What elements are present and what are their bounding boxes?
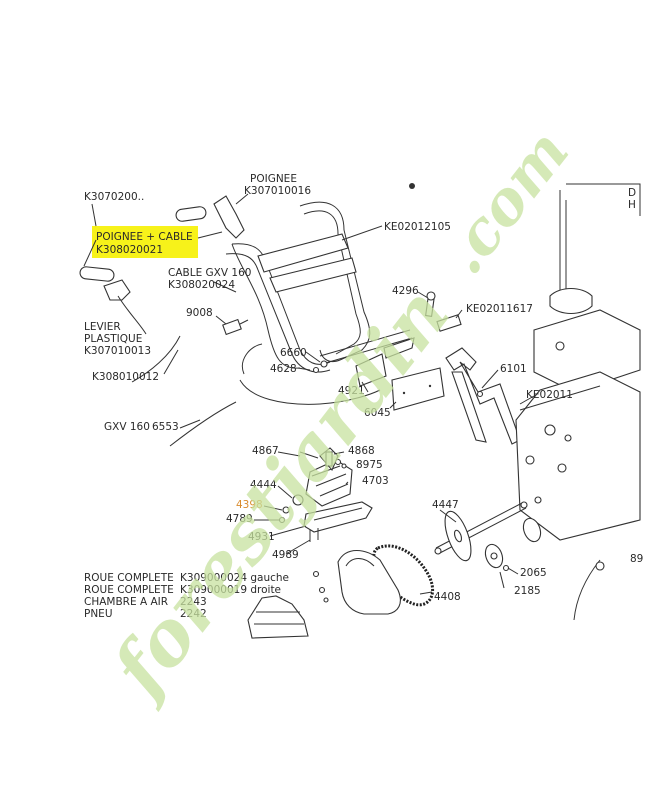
parts-list-ref: K309000019 droite <box>180 584 281 596</box>
label-9008: 9008 <box>186 307 213 319</box>
label-4628: 4628 <box>270 363 297 375</box>
shaft-pulley <box>434 501 605 572</box>
chain-cover <box>337 549 401 615</box>
label-4703: 4703 <box>362 475 389 487</box>
label-4444: 4444 <box>250 479 277 491</box>
main-frame <box>515 309 641 621</box>
label-ke02011-right: KE02011 <box>526 389 573 401</box>
lower-plate <box>303 501 373 542</box>
label-gxv160: GXV 160 <box>104 421 150 433</box>
label-poignee: POIGNEE <box>250 173 297 185</box>
label-4921: 4921 <box>338 385 365 397</box>
label-89: 89 <box>630 553 643 565</box>
handlebar-assembly <box>225 201 413 373</box>
label-4868: 4868 <box>348 445 375 457</box>
label-k3070200: K3070200.. <box>84 191 144 203</box>
gearbox <box>278 447 353 524</box>
wheel-fragment <box>247 570 329 639</box>
small-fittings <box>222 318 328 374</box>
grip-parts <box>79 195 245 335</box>
labels: K3070200.. POIGNEE K307010016 POIGNEE + … <box>84 173 643 603</box>
label-6553: 6553 <box>152 421 179 433</box>
leader-lines <box>83 193 535 595</box>
label-cable-gxv: CABLE GXV 160 <box>168 267 251 279</box>
label-ke02012105: KE02012105 <box>384 221 451 233</box>
parts-list-ref: 2243 <box>180 596 207 608</box>
parts-list-name: CHAMBRE A AIR <box>84 596 168 608</box>
cables <box>131 243 381 447</box>
label-4789: 4789 <box>226 513 253 525</box>
highlight-box <box>92 226 198 258</box>
label-levier: LEVIER <box>84 321 121 333</box>
label-4867: 4867 <box>252 445 279 457</box>
parts-list-name: PNEU <box>84 608 113 620</box>
label-k308010012: K308010012 <box>92 371 159 383</box>
parts-list-name: ROUE COMPLETE <box>84 572 174 584</box>
label-ke02011617: KE02011617 <box>466 303 533 315</box>
label-poignee-cable-ref: K308020021 <box>96 244 163 256</box>
label-levier-ref: K307010013 <box>84 345 151 357</box>
label-4989: 4989 <box>272 549 299 561</box>
label-4408: 4408 <box>434 591 461 603</box>
label-6101: 6101 <box>500 363 527 375</box>
label-poignee-cable: POIGNEE + CABLE <box>96 231 193 243</box>
parts-list-ref: 2242 <box>180 608 207 620</box>
label-4931: 4931 <box>248 531 275 543</box>
label-4296: 4296 <box>392 285 419 297</box>
parts-list-name: ROUE COMPLETE <box>84 584 174 596</box>
watermark-text: forestjardin <box>93 272 466 715</box>
bolts-top-right <box>425 291 462 332</box>
label-2065: 2065 <box>520 567 547 579</box>
label-8975: 8975 <box>356 459 383 471</box>
label-plastique: PLASTIQUE <box>84 333 142 345</box>
label-4447: 4447 <box>432 499 459 511</box>
bracket-6101 <box>445 347 521 445</box>
parts-list: ROUE COMPLETE K309000024 gauche ROUE COM… <box>84 572 289 620</box>
label-6045: 6045 <box>364 407 391 419</box>
label-right-d: D <box>628 187 636 199</box>
label-right-h: H <box>628 199 636 211</box>
parts-list-ref: K309000024 gauche <box>180 572 289 584</box>
engine-fragment <box>409 183 641 315</box>
label-6660: 6660 <box>280 347 307 359</box>
label-2185: 2185 <box>514 585 541 597</box>
label-poignee-ref: K307010016 <box>244 185 311 197</box>
label-cable-gxv-ref: K308020024 <box>168 279 235 291</box>
label-4398: 4398 <box>236 499 263 511</box>
plates <box>355 337 445 411</box>
